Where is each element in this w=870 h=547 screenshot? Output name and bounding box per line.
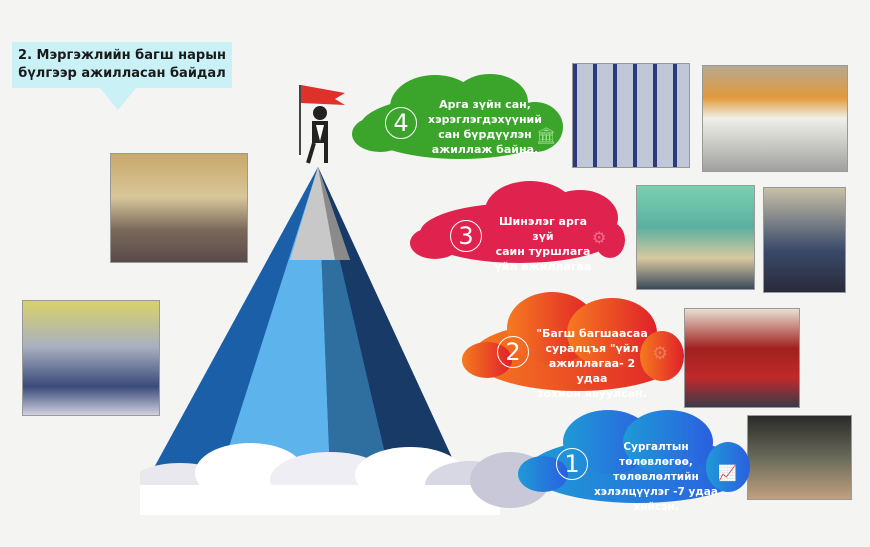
photo-shelves <box>702 65 848 172</box>
photo-classroom-2 <box>22 300 160 416</box>
step-1-text: Сургалтын төлөвлөгөө, төлөвлөлтийн хэлэлцү… <box>586 440 726 515</box>
step-3-text: Шинэлэг арга зүй саин туршлага үйл ажиллаг… <box>488 214 598 274</box>
text-line: Сургалтын төлөвлөгөө, <box>619 441 693 468</box>
text-line: хийсэн. <box>633 501 679 513</box>
photo-meeting-2 <box>763 187 846 293</box>
gear-icon: ⚙ <box>652 343 669 364</box>
down-arrow-icon <box>100 88 136 110</box>
text-line: Арга зүйн сан, <box>439 98 531 111</box>
text-line: "Багш багшаасаа <box>536 327 648 340</box>
text-line: үйл ажиллагаа <box>494 260 592 273</box>
step-number: 1 <box>556 448 588 480</box>
text-line: хэрэглэгдэхүүний <box>428 113 542 126</box>
text-line: суралцъя "үйл <box>545 342 639 355</box>
gear-icon: ⚙ <box>592 228 607 247</box>
text-line: төлөвлөлтийн <box>613 471 699 483</box>
photo-classroom-1 <box>110 153 248 263</box>
photo-hall <box>747 415 852 500</box>
step-3-cloud: 3 Шинэлэг арга зүй саин туршлага үйл ажилл… <box>410 178 625 273</box>
photo-stage <box>684 308 800 408</box>
step-4-cloud: 4 Арга зүйн сан, хэрэглэгдэхүүний сан бүрд… <box>350 72 565 167</box>
title-line-1: 2. Мэргэжлийн багш нарын <box>18 48 226 63</box>
section-title: 2. Мэргэжлийн багш нарын бүлгээр ажиллас… <box>12 42 232 88</box>
library-icon: 🏛 <box>536 126 557 145</box>
text-line: Шинэлэг арга зүй <box>498 215 588 243</box>
text-line: ажиллагаа- 2 удаа <box>548 357 636 385</box>
text-line: саин туршлага <box>495 245 591 258</box>
title-line-2: бүлгээр ажилласан байдал <box>18 66 226 81</box>
step-number: 2 <box>497 336 529 368</box>
step-number: 4 <box>385 107 417 139</box>
step-2-text: "Багш багшаасаа суралцъя "үйл ажиллагаа- 2… <box>532 326 652 401</box>
photo-board <box>572 63 690 168</box>
chart-icon: 📈 <box>718 464 737 482</box>
text-line: хэлэлцүүлэг -7 удаа <box>594 486 718 498</box>
step-2-cloud: 2 "Багш багшаасаа суралцъя "үйл ажиллагаа-… <box>462 288 687 401</box>
photo-meeting-1 <box>636 185 755 290</box>
step-number: 3 <box>450 220 482 252</box>
flag-icon <box>301 85 345 105</box>
step-1-cloud: 1 Сургалтын төлөвлөгөө, төлөвлөлтийн хэлэл… <box>518 402 753 513</box>
step-4-text: Арга зүйн сан, хэрэглэгдэхүүний сан бүрдүү… <box>425 97 545 157</box>
climber-icon <box>313 106 327 120</box>
text-line: ажиллаж байна. <box>431 143 539 156</box>
text-line: сан бүрдүүлэн <box>438 128 532 141</box>
text-line: зохион явуулсан. <box>537 387 647 400</box>
